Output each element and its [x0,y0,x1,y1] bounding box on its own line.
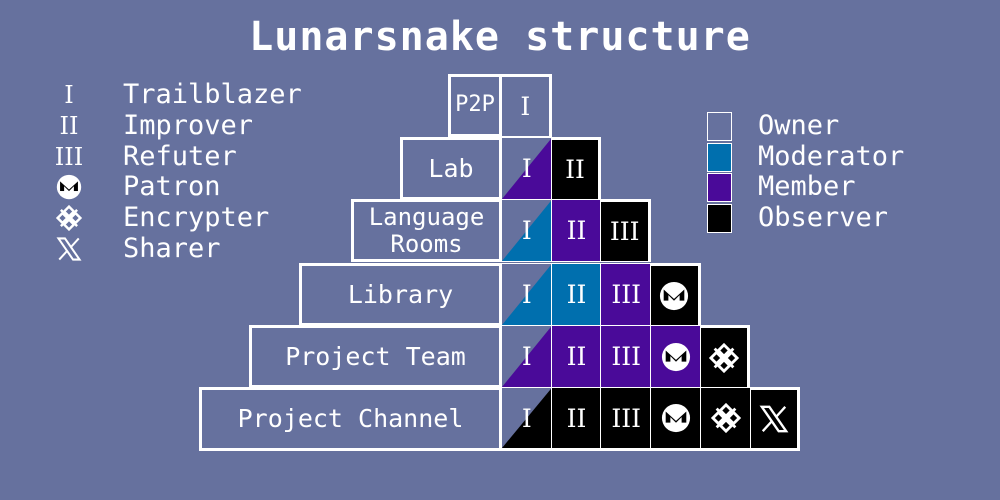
badge-numeral: III [611,403,642,433]
badge-numeral: II [566,403,587,433]
badge-label: Improver [123,109,254,141]
role-cell: I [501,387,552,451]
badge-numeral: II [565,155,585,184]
badge-numeral: I [521,280,532,309]
level-label: Project Channel [199,387,502,451]
level-label: Project Team [249,325,502,388]
role-cell: I [501,263,552,326]
role-cell: I [501,137,552,200]
level-name: P2P [455,92,495,118]
role-cell [650,325,701,388]
level-label: Language Rooms [351,199,502,262]
badge-numeral: I [64,81,74,109]
role-cell: II [550,387,602,451]
monero-icon [661,403,691,433]
badge-label: Sharer [123,232,221,264]
role-cell [650,263,701,326]
role-cell: I [501,199,552,262]
role-cell: II [550,137,602,200]
badge-numeral: III [54,142,84,171]
badge-label: Patron [123,171,221,203]
badge-numeral: I [521,154,532,183]
role-cell: II [550,263,602,326]
role-cell [749,387,801,451]
encrypter-icon [40,203,98,233]
role-cell: III [600,387,652,451]
level-label: Lab [400,137,502,200]
role-label: Owner [758,110,840,141]
badge-numeral: III [609,217,640,246]
badge-numeral: III [611,280,642,309]
level-name: Project Team [285,341,466,371]
role-cell [650,387,701,451]
role-cell: III [600,263,652,326]
diagram-title: Lunarsnake structure [249,14,751,60]
encrypter-icon [710,403,741,433]
badge-label: Encrypter [123,202,270,234]
role-cell [699,325,751,388]
badge-numeral: III [611,342,642,371]
level-label: Library [299,263,502,326]
level-name: Library [347,279,454,309]
badge-label: Trailblazer [123,79,302,110]
encrypter-icon [709,342,740,373]
level-label: P2P [448,74,502,137]
role-cell: II [550,325,602,388]
badge-numeral: II [566,342,587,371]
badge-numeral: II [59,111,79,140]
role-cell: I [501,74,552,137]
badge-numeral: I [521,342,532,371]
role-cell: III [600,199,652,262]
badge-numeral: I [521,403,532,433]
level-name: Project Channel [237,404,464,434]
badge-numeral: I [521,216,532,245]
badge-numeral: II [566,216,587,245]
role-label: Moderator [758,140,905,172]
level-name: Lab [428,153,474,183]
role-swatch-member [707,173,732,202]
role-cell [699,387,751,451]
role-label: Observer [758,201,889,233]
role-swatch-owner [707,112,732,141]
role-swatch-observer [707,203,732,233]
monero-icon [659,281,689,311]
x-logo-icon [759,404,789,434]
role-cell: I [501,325,552,388]
role-swatch-moderator [707,142,732,172]
badge-numeral: I [520,92,531,121]
badge-label: Refuter [123,140,237,172]
badge-numeral: II [566,280,587,309]
role-cell: III [600,325,652,388]
monero-icon [661,342,691,372]
monero-icon [40,172,98,202]
role-cell: II [550,199,602,262]
level-name: Language Rooms [368,203,485,258]
x-logo-icon [40,234,98,264]
role-label: Member [758,171,856,202]
